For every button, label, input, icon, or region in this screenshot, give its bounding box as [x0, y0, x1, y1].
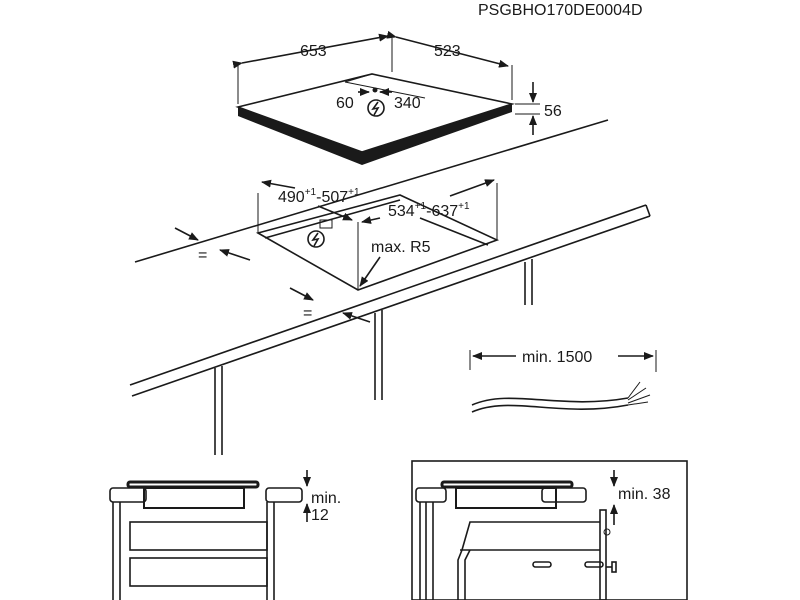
- min-oven-gap-label: min. 38: [618, 486, 671, 503]
- power-connection-icon: [307, 230, 325, 248]
- oven-installation-detail: [411, 460, 688, 600]
- power-connection-icon: [367, 99, 385, 117]
- cutout-depth-label: 534+1-637+1: [388, 201, 470, 220]
- hob-depth-label: 523: [434, 43, 461, 60]
- equal-distance-label: =: [303, 305, 312, 322]
- connection-right-label: 340: [394, 95, 421, 112]
- cutout-width-label: 490+1-507+1: [278, 187, 360, 206]
- hob-height-label: 56: [544, 103, 562, 120]
- corner-radius-label: max. R5: [371, 239, 431, 256]
- drawer-installation-detail: [109, 470, 311, 600]
- hob-drawing: [232, 30, 540, 165]
- equal-distance-label: =: [198, 247, 207, 264]
- worktop-drawing: [129, 119, 651, 455]
- min-gap-label: min.: [311, 490, 341, 507]
- cable-drawing: [469, 350, 657, 413]
- cable-length-label: min. 1500: [522, 349, 592, 366]
- document-code: PSGBHO170DE0004D: [478, 2, 643, 19]
- hob-width-label: 653: [300, 43, 327, 60]
- min-gap-value: 12: [311, 507, 329, 524]
- connection-left-label: 60: [336, 95, 354, 112]
